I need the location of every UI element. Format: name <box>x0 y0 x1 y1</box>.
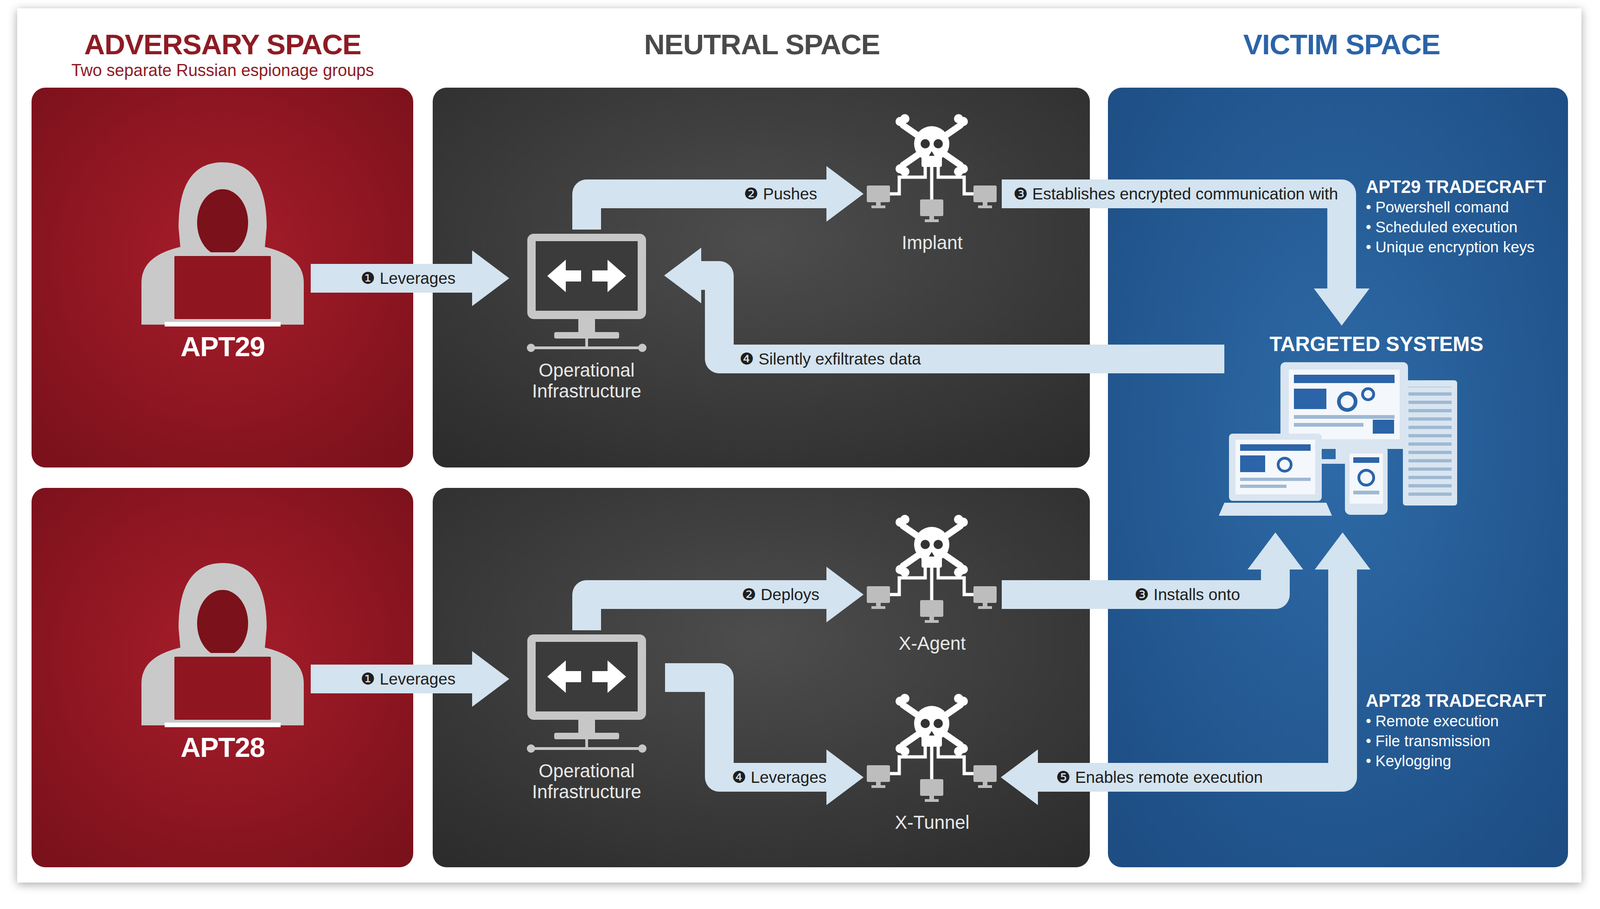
malware-node: X-Agent <box>862 516 1002 661</box>
infrastructure-node: Operational Infrastructure <box>508 229 666 409</box>
server-monitor-icon <box>526 233 647 352</box>
malware-icon <box>866 693 997 802</box>
node-label: Implant <box>901 231 963 254</box>
section-heading: NEUTRAL SPACE <box>644 27 880 61</box>
tradecraft-item: • Scheduled execution <box>1365 218 1518 237</box>
tradecraft-item: • File transmission <box>1365 732 1491 750</box>
malware-node: Implant <box>862 115 1002 260</box>
edge-label: ❸ Establishes encrypted communication wi… <box>1010 184 1342 204</box>
malware-icon <box>866 114 997 223</box>
targeted-devices <box>1218 362 1458 516</box>
edge-label: ❹ Silently exfiltrates data <box>736 349 924 369</box>
edge-label: ❶ Leverages <box>358 268 459 288</box>
node-label: Operational Infrastructure <box>512 760 661 803</box>
section-subtitle: Two separate Russian espionage groups <box>71 60 374 81</box>
node-label: APT29 <box>180 331 265 363</box>
tradecraft-item: • Keylogging <box>1365 752 1452 770</box>
edge-label: ❺ Enables remote execution <box>1053 767 1266 788</box>
targeted-systems: TARGETED SYSTEMS <box>1224 324 1529 534</box>
node-label: APT28 <box>180 732 265 763</box>
tradecraft-heading: APT28 TRADECRAFT <box>1365 691 1546 711</box>
node-label: X-Tunnel <box>895 811 970 833</box>
node-label: Operational Infrastructure <box>512 359 661 402</box>
server-monitor-icon <box>526 634 647 753</box>
threat-actor: APT29 <box>134 157 311 369</box>
threat-actor: APT28 <box>134 558 311 770</box>
hacker-icon <box>141 563 304 728</box>
edge-label: ❸ Installs onto <box>1131 584 1243 605</box>
flow-arrow <box>310 664 473 694</box>
infrastructure-node: Operational Infrastructure <box>508 630 666 809</box>
section-heading: ADVERSARY SPACE <box>83 27 361 61</box>
neutral-panel <box>432 87 1090 468</box>
section-heading: VICTIM SPACE <box>1243 27 1440 61</box>
flow-arrow <box>310 263 473 293</box>
edge-label: ❷ Pushes <box>741 184 820 204</box>
flow-arrow <box>1001 193 1342 289</box>
neutral-panel <box>432 487 1090 868</box>
flow-arrow <box>665 677 827 778</box>
tradecraft-heading: APT29 TRADECRAFT <box>1365 177 1546 198</box>
hacker-icon <box>141 162 304 327</box>
edge-label: ❶ Leverages <box>358 669 459 689</box>
card <box>17 8 1582 883</box>
flow-arrow <box>1037 569 1343 778</box>
node-label: TARGETED SYSTEMS <box>1269 332 1484 356</box>
tradecraft-item: • Remote execution <box>1365 712 1499 730</box>
tradecraft-item: • Powershell comand <box>1365 198 1510 217</box>
tradecraft-item: • Unique encryption keys <box>1365 238 1535 256</box>
malware-node: X-Tunnel <box>862 695 1002 840</box>
malware-icon <box>866 514 997 623</box>
edge-label: ❷ Deploys <box>738 584 823 605</box>
flow-arrow <box>701 275 1225 359</box>
node-label: X-Agent <box>898 632 967 654</box>
edge-label: ❹ Leverages <box>729 767 830 788</box>
